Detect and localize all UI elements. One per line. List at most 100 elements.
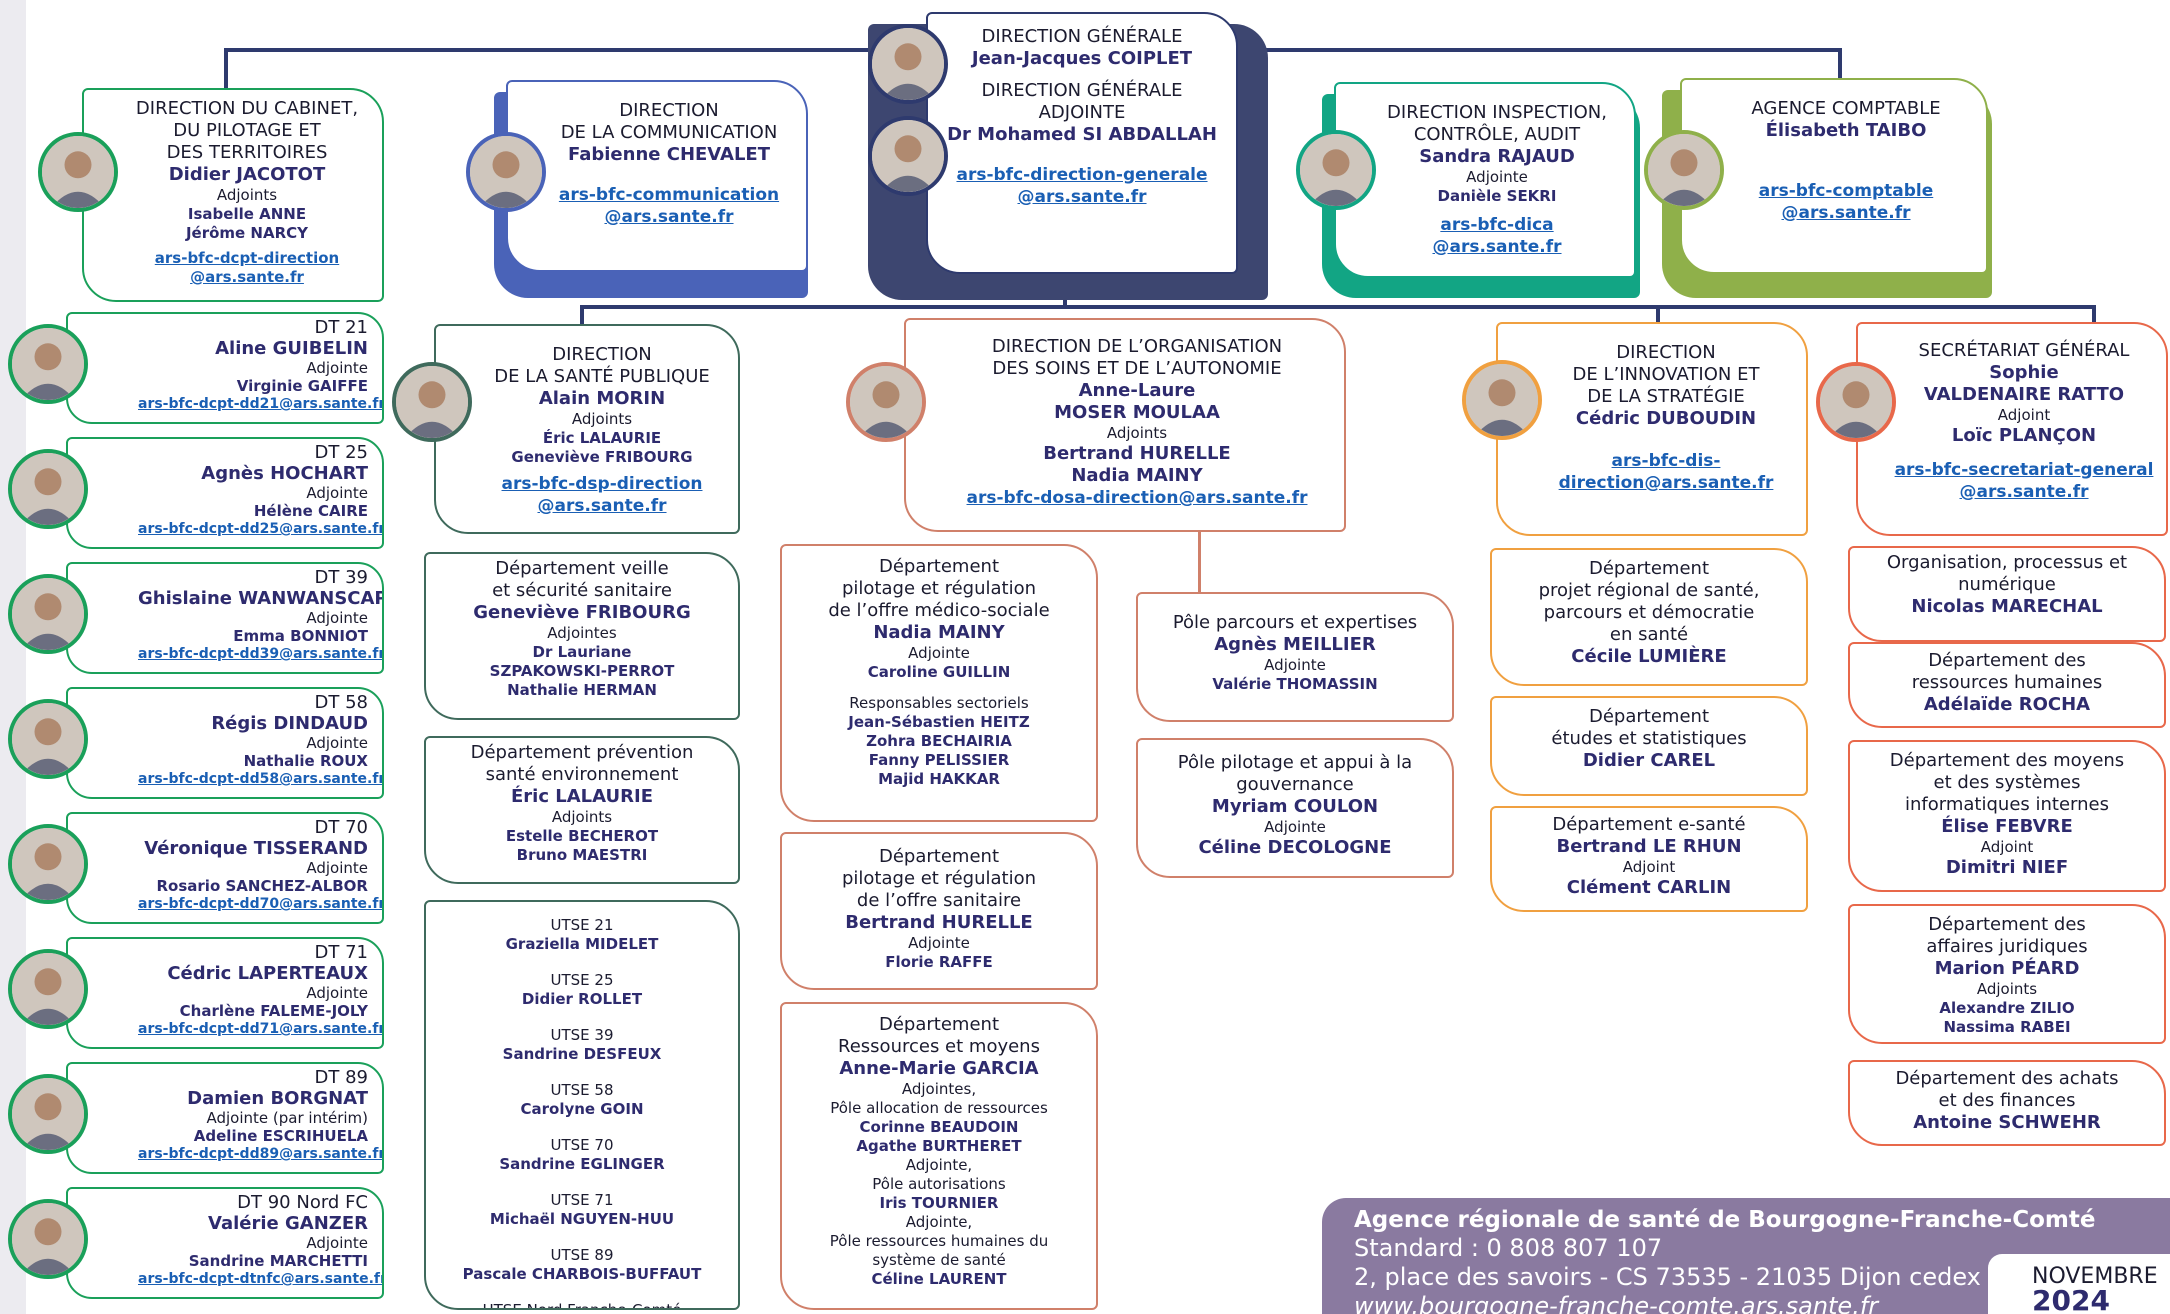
utse-title: UTSE 71 (550, 1191, 614, 1209)
dt-email-link[interactable]: ars-bfc-dcpt-dd89@ars.sante.fr (138, 1146, 384, 1162)
dt-director-name: Valérie GANZER (208, 1213, 368, 1234)
dt-title: DT 71 (314, 942, 368, 963)
dept-title-2: projet régional de santé, (1538, 580, 1760, 601)
dosa-director-name: Anne-Laure (1078, 380, 1196, 401)
cabinet-adjoints-label: Adjoints (216, 186, 278, 204)
pole-title-2: gouvernance (1236, 774, 1354, 795)
dica-title: DIRECTION INSPECTION, (1387, 102, 1607, 123)
dis-email-link[interactable]: ars-bfc-dis- (1611, 451, 1721, 471)
dept-head-name: Anne-Marie GARCIA (839, 1058, 1039, 1079)
box-direction-organisation-soins: DIRECTION DE L’ORGANISATION DES SOINS ET… (904, 318, 1346, 532)
comptable-email-link-2[interactable]: @ars.sante.fr (1781, 203, 1911, 223)
box-agence-comptable: AGENCE COMPTABLE Élisabeth TAIBO ars-bfc… (1680, 78, 1988, 274)
dica-email-link[interactable]: ars-bfc-dica (1440, 215, 1554, 235)
pole-adjoint-name: Valérie THOMASSIN (1212, 675, 1378, 693)
avatar (868, 116, 948, 196)
dept-adjoint-label: Adjointe (908, 644, 970, 662)
box-dept-systemes-informatiques: Département des moyens et des systèmes i… (1848, 740, 2166, 892)
dg-email-link-2[interactable]: @ars.sante.fr (1017, 187, 1147, 207)
dt-email-link[interactable]: ars-bfc-dcpt-dd58@ars.sante.fr (138, 771, 384, 787)
dt-email-link[interactable]: ars-bfc-dcpt-dd71@ars.sante.fr (138, 1021, 384, 1037)
dept-title-2: pilotage et régulation (841, 868, 1037, 889)
dept-adjoint-name: Iris TOURNIER (879, 1194, 999, 1212)
dg-email-link[interactable]: ars-bfc-direction-generale (956, 165, 1208, 185)
cabinet-adjoint-name: Isabelle ANNE (187, 205, 307, 223)
dt-adjoint-label: Adjointe (306, 1234, 368, 1252)
dsp-adjoint-name: Éric LALAURIE (542, 429, 662, 447)
dept-adjoint-name: Nassima RABEI (1943, 1018, 2071, 1036)
dsp-title: DIRECTION (552, 344, 652, 365)
dt-director-name: Damien BORGNAT (187, 1088, 368, 1109)
footer-website-link[interactable]: www.bourgogne-franche-comte.ars.sante.fr (1354, 1292, 1879, 1314)
dept-text: Pôle allocation de ressources (830, 1099, 1048, 1117)
cabinet-adjoint-name: Jérôme NARCY (185, 224, 309, 242)
dt-email-link[interactable]: ars-bfc-dcpt-dd21@ars.sante.fr (138, 396, 384, 412)
dept-title: Département (879, 556, 999, 577)
dsp-email-link[interactable]: ars-bfc-dsp-direction (501, 474, 703, 494)
avatar (868, 24, 948, 104)
dept-title-2: santé environnement (485, 764, 679, 785)
dt-director-name: Cédric LAPERTEAUX (167, 963, 368, 984)
dt-director-name: Agnès HOCHART (201, 463, 368, 484)
box-dept-ressources-humaines: Département des ressources humaines Adél… (1848, 642, 2166, 728)
dept-responsable-name: Majid HAKKAR (878, 770, 1000, 788)
avatar (8, 949, 88, 1029)
dsp-adjoints-label: Adjoints (571, 410, 633, 428)
date-year: 2024 (2032, 1284, 2110, 1314)
dica-email-link-2[interactable]: @ars.sante.fr (1432, 237, 1562, 257)
comm-email-link-2[interactable]: @ars.sante.fr (604, 207, 734, 227)
dt-title: DT 39 (314, 567, 368, 588)
pole-title: Pôle pilotage et appui à la (1177, 752, 1413, 773)
dept-title: Département (1589, 706, 1709, 727)
utse-title: UTSE 89 (550, 1246, 614, 1264)
dis-title-2: DE L’INNOVATION ET (1572, 364, 1760, 385)
avatar (846, 362, 926, 442)
dt-email-link[interactable]: ars-bfc-dcpt-dd70@ars.sante.fr (138, 896, 384, 912)
dosa-email-link[interactable]: ars-bfc-dosa-direction@ars.sante.fr (966, 488, 1308, 508)
comptable-email-link[interactable]: ars-bfc-comptable (1758, 181, 1934, 201)
avatar (8, 1199, 88, 1279)
dept-adjoint-name: Alexandre ZILIO (1939, 999, 2075, 1017)
dept-head-name: Nicolas MARECHAL (1911, 596, 2103, 617)
dis-email-link-2[interactable]: direction@ars.sante.fr (1558, 473, 1774, 493)
dica-adjoint-label: Adjointe (1466, 168, 1528, 186)
sg-email-link-2[interactable]: @ars.sante.fr (1959, 482, 2089, 502)
comm-email-link[interactable]: ars-bfc-communication (558, 185, 780, 205)
date-badge: NOVEMBRE 2024 (1988, 1254, 2170, 1314)
dsp-title-2: DE LA SANTÉ PUBLIQUE (494, 366, 710, 387)
comptable-title: AGENCE COMPTABLE (1751, 98, 1941, 119)
cabinet-email-link[interactable]: ars-bfc-dcpt-direction (154, 249, 340, 267)
dept-text: Adjointe, (905, 1213, 973, 1231)
dt-email-link[interactable]: ars-bfc-dcpt-dd25@ars.sante.fr (138, 521, 384, 537)
dis-title: DIRECTION (1616, 342, 1716, 363)
dt-director-name: Aline GUIBELIN (215, 338, 368, 359)
box-direction-sante-publique: DIRECTION DE LA SANTÉ PUBLIQUE Alain MOR… (434, 324, 740, 534)
dept-title-3: de l’offre médico-sociale (828, 600, 1050, 621)
dept-adjoint-name: Dimitri NIEF (1945, 857, 2069, 878)
box-direction-generale: DIRECTION GÉNÉRALE Jean-Jacques COIPLET … (926, 12, 1238, 274)
avatar (38, 132, 118, 212)
dis-title-3: DE LA STRATÉGIE (1587, 386, 1745, 407)
utse-head-name: Michaël NGUYEN-HUU (489, 1210, 675, 1228)
footer-address: 2, place des savoirs - CS 73535 - 21035 … (1354, 1263, 1981, 1291)
pole-head-name: Myriam COULON (1211, 796, 1379, 817)
dt-email-link[interactable]: ars-bfc-dcpt-dtnfc@ars.sante.fr (138, 1271, 384, 1287)
utse-title: UTSE Nord Franche-Comté (482, 1301, 682, 1310)
cabinet-director-name: Didier JACOTOT (168, 164, 326, 185)
box-secretariat-general: SECRÉTARIAT GÉNÉRAL Sophie VALDENAIRE RA… (1856, 322, 2168, 536)
avatar (466, 132, 546, 212)
dt-adjoint-name: Adeline ESCRIHUELA (193, 1127, 368, 1145)
connector-cabinet (224, 48, 228, 90)
dept-adjoint-label: Adjoint (1622, 858, 1676, 876)
dept-title: Département e-santé (1552, 814, 1746, 835)
dt-email-link[interactable]: ars-bfc-dcpt-dd39@ars.sante.fr (138, 646, 384, 662)
cabinet-email-link-2[interactable]: @ars.sante.fr (190, 268, 304, 286)
sg-email-link[interactable]: ars-bfc-secretariat-general (1894, 460, 2154, 480)
dept-title-2: études et statistiques (1551, 728, 1747, 749)
dept-adjoints-label: Adjoints (1976, 980, 2038, 998)
dept-head-name: Nadia MAINY (873, 622, 1005, 643)
dga-title-2: ADJOINTE (1038, 102, 1126, 123)
dsp-email-link-2[interactable]: @ars.sante.fr (537, 496, 667, 516)
